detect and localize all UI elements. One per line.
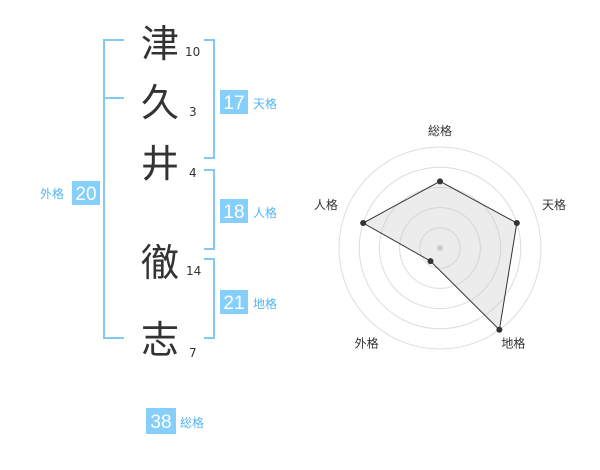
stroke-count-5: 7	[189, 346, 197, 360]
score-box-tenkaku	[220, 90, 248, 114]
name-char-2: 久	[141, 81, 179, 125]
score-label-chikaku: 地格	[253, 296, 277, 311]
gaikaku-bracket	[103, 39, 124, 339]
radar-axis-label-5: 人格	[314, 197, 338, 212]
radar-ring-2	[399, 207, 481, 289]
radar-ring-4	[358, 166, 522, 330]
radar-points	[360, 178, 520, 333]
radar-axis-label-1: 総格	[428, 123, 452, 138]
score-value-gaikaku: 20	[75, 184, 96, 205]
score-jinkaku: 18 人格	[220, 199, 277, 223]
stroke-count-3: 4	[189, 166, 197, 180]
tenkaku-bracket	[204, 39, 215, 159]
radar-point-5	[360, 220, 367, 227]
score-box-jinkaku	[220, 199, 248, 223]
score-label-jinkaku: 人格	[253, 205, 277, 220]
score-value-tenkaku: 17	[223, 93, 244, 114]
radar-rings	[338, 146, 542, 350]
stroke-count-4: 14	[186, 264, 201, 278]
name-column: 津 10 久 3 井 4 徹 14 志 7	[141, 22, 201, 362]
radar-axis-label-3: 地格	[501, 336, 525, 351]
name-char-4: 徹	[141, 241, 179, 285]
radar-ring-5	[338, 146, 542, 350]
score-value-chikaku: 21	[223, 293, 244, 314]
brackets	[103, 39, 215, 339]
radar-ring-3	[378, 186, 502, 310]
radar-center-dot	[437, 245, 443, 251]
score-gaikaku: 外格 20	[40, 181, 100, 205]
score-label-gaikaku: 外格	[40, 186, 64, 201]
name-char-3: 井	[141, 142, 179, 186]
score-chikaku: 21 地格	[220, 290, 277, 314]
jinkaku-bracket	[204, 169, 215, 250]
score-tenkaku: 17 天格	[220, 90, 277, 114]
radar-point-2	[513, 220, 520, 227]
radar-point-3	[496, 326, 503, 333]
score-value-soukaku: 38	[150, 412, 171, 433]
chikaku-bracket	[204, 258, 215, 339]
score-box-soukaku	[146, 408, 176, 434]
radar-axis-label-4: 外格	[355, 336, 379, 351]
score-soukaku: 38 総格	[146, 408, 204, 434]
radar-shape	[362, 180, 518, 331]
score-box-chikaku	[220, 290, 248, 314]
score-box-gaikaku	[72, 181, 100, 205]
score-value-jinkaku: 18	[223, 202, 244, 223]
score-label-tenkaku: 天格	[253, 96, 277, 111]
name-char-5: 志	[141, 318, 179, 362]
name-char-1: 津	[141, 22, 179, 66]
score-label-soukaku: 総格	[180, 415, 204, 430]
radar-ring-1	[419, 227, 461, 269]
stroke-count-2: 3	[189, 105, 197, 119]
radar-axis-label-2: 天格	[542, 197, 566, 212]
radar-point-1	[437, 178, 443, 185]
radar-point-4	[427, 258, 434, 265]
stroke-count-1: 10	[185, 45, 200, 59]
